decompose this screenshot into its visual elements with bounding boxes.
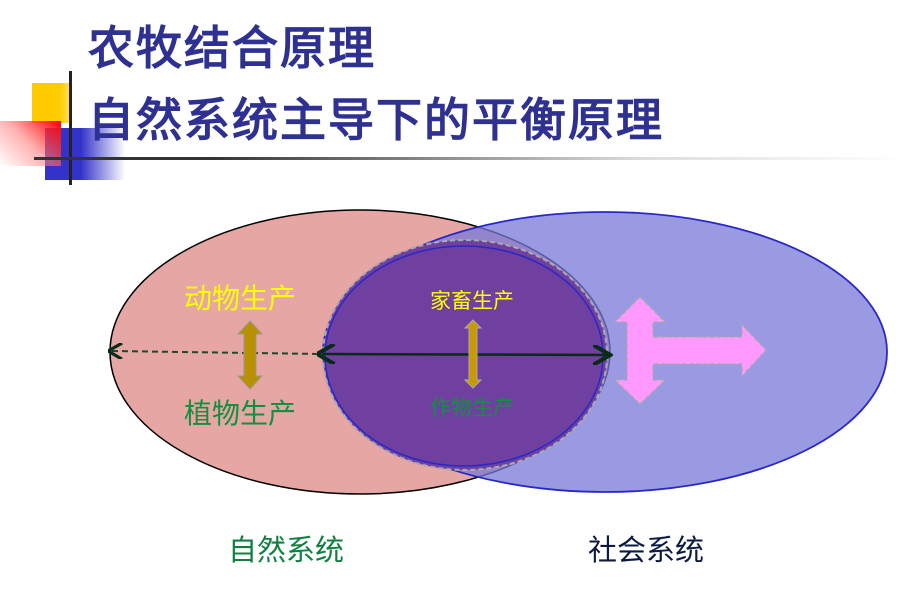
decor-yellow-square [32,83,72,123]
decor-horizontal-line [34,157,907,160]
decor-vertical-line [69,71,72,185]
label-crop-production: 作物生产 [430,396,514,420]
label-livestock-production: 家畜生产 [430,289,514,313]
label-animal-production: 动物生产 [184,282,296,315]
title-line-2: 自然系统主导下的平衡原理 [88,93,664,147]
animal-plant-double-arrow [236,320,264,390]
title-line-1: 农牧结合原理 [88,21,376,75]
label-social-system: 社会系统 [588,533,704,567]
livestock-crop-double-arrow [463,319,483,389]
overlap-axis-arrow [322,354,608,355]
pink-branch-arrow [613,295,768,406]
label-plant-production: 植物生产 [184,397,296,430]
dashed-axis-line [112,351,323,354]
label-natural-system: 自然系统 [228,533,344,567]
